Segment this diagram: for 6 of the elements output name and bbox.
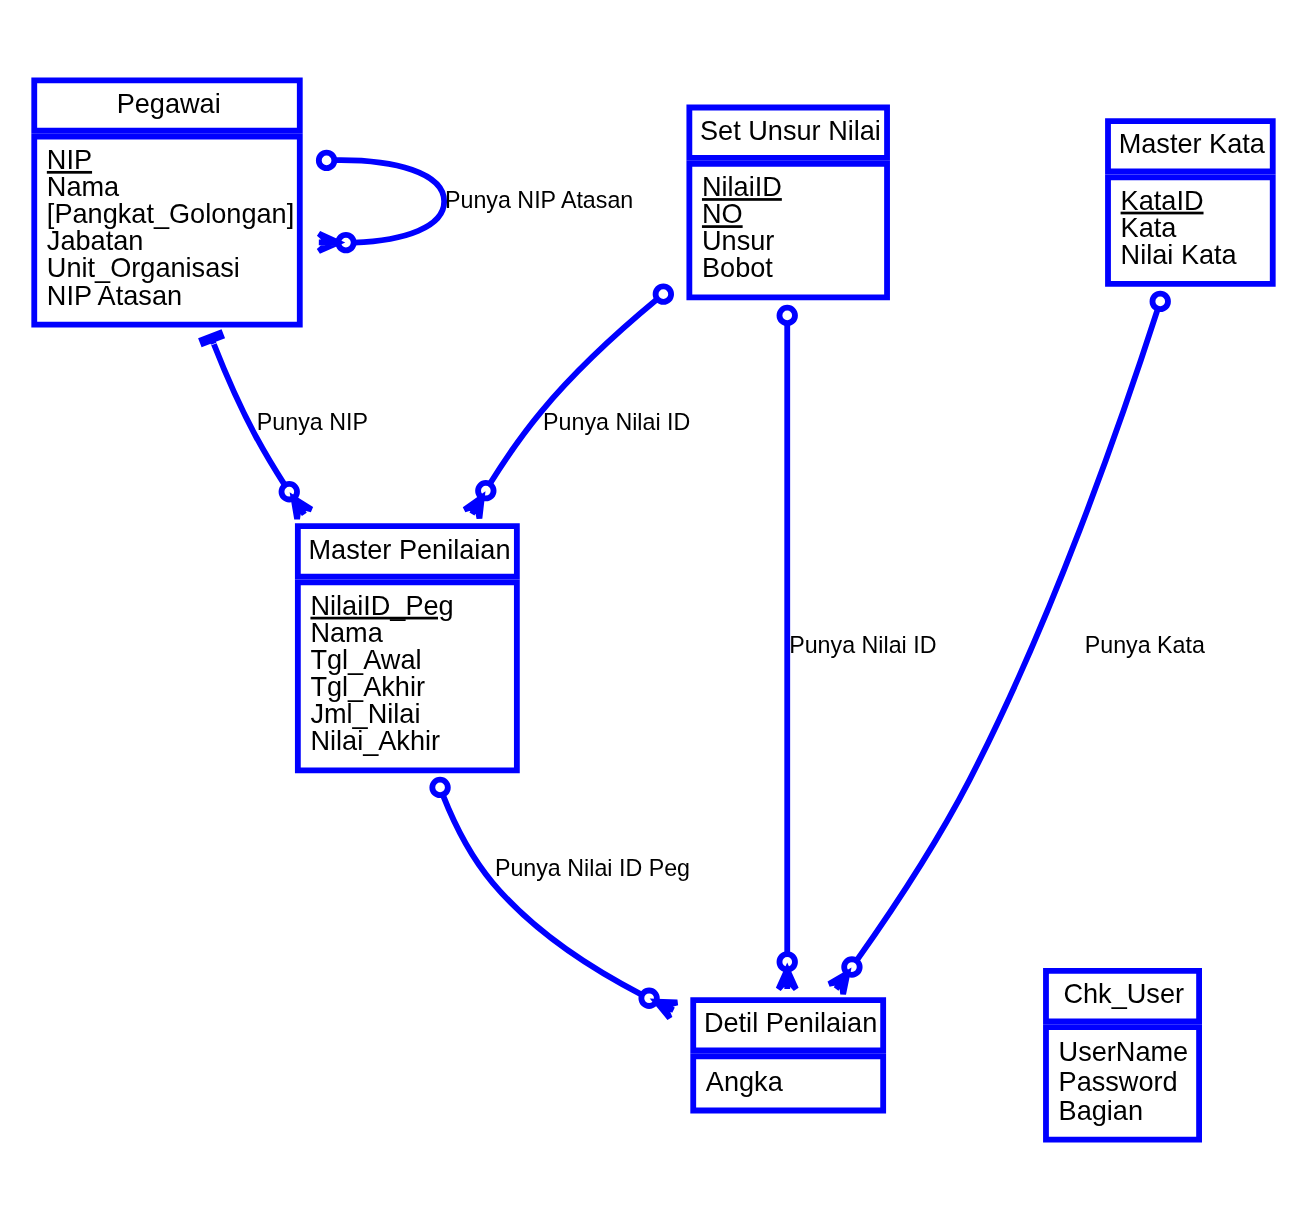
edge-label: Punya Nilai ID — [789, 631, 937, 658]
edge-label: Punya Nilai ID — [543, 408, 691, 435]
edge-label: Punya NIP — [256, 408, 368, 435]
edge-label: Punya Kata — [1084, 631, 1205, 658]
edge-label: Punya NIP Atasan — [445, 186, 634, 213]
edge-label: Punya Nilai ID Peg — [494, 854, 691, 881]
